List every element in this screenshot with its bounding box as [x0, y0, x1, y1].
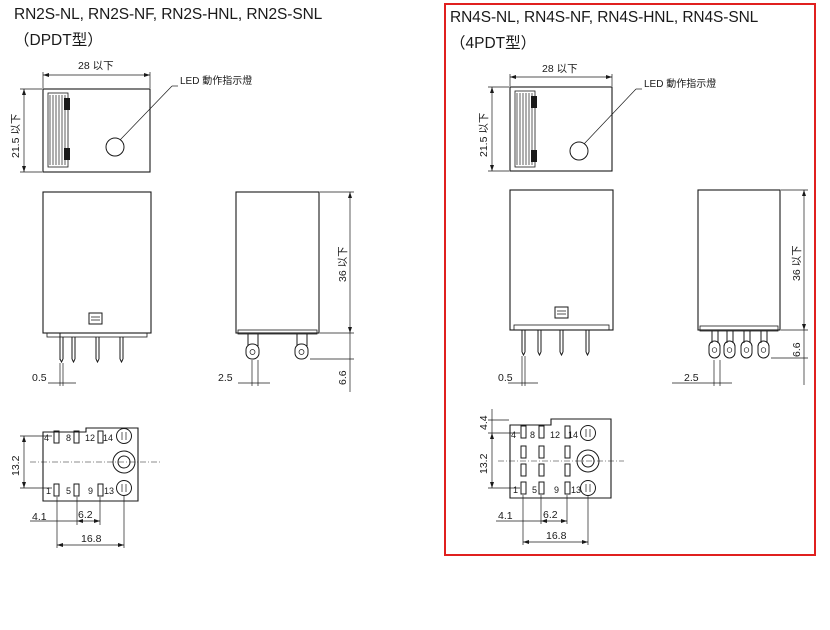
top-view: LED 動作指示燈 28 以下 21.5 以下: [478, 63, 716, 172]
dim-base-w2: 6.2: [78, 509, 93, 521]
dim-height-top: 21.5 以下: [478, 113, 490, 157]
model-subtitle: （DPDT型）: [14, 32, 103, 49]
top-view: LED 動作指示燈 28 以下 21.5 以下: [10, 60, 252, 173]
model-title: RN4S-NL, RN4S-NF, RN4S-HNL, RN4S-SNL: [450, 9, 759, 26]
relay-side-outline: [697, 189, 781, 331]
relay-front-outline: [42, 191, 152, 334]
model-title: RN2S-NL, RN2S-NF, RN2S-HNL, RN2S-SNL: [14, 6, 323, 23]
front-view: 0.5: [32, 191, 152, 386]
relay-front-outline: [509, 189, 614, 331]
terminal-13: 13: [571, 485, 581, 495]
terminal-5: 5: [532, 485, 537, 495]
led-label: LED 動作指示燈: [180, 74, 252, 87]
dim-pin-thickness: 0.5: [32, 372, 47, 384]
4pdt-drawing: LED 動作指示燈 28 以下 21.5 以下 0.: [478, 63, 808, 545]
terminal-9: 9: [88, 486, 93, 496]
terminal-8: 8: [66, 433, 71, 443]
dim-height-top: 21.5 以下: [10, 114, 22, 158]
dpdt-panel: RN2S-NL, RN2S-NF, RN2S-HNL, RN2S-SNL （DP…: [0, 0, 430, 560]
side-view: 36 以下 6.6 2.5: [218, 191, 354, 392]
led-indicator: [105, 137, 125, 157]
terminal-14: 14: [103, 433, 113, 443]
dim-base-height: 13.2: [478, 453, 490, 474]
dim-height-side: 36 以下: [337, 246, 349, 282]
relay-side-outline: [235, 191, 320, 334]
dim-pin-length: 6.6: [791, 342, 803, 357]
side-view: 36 以下 6.6 2.5: [672, 189, 808, 386]
terminal-13: 13: [104, 486, 114, 496]
bottom-view: 4 8 12 14 1 5 9 13 13.2 4.1 6.2: [10, 427, 160, 548]
dim-height-side: 36 以下: [791, 245, 803, 281]
4pdt-panel: RN4S-NL, RN4S-NF, RN4S-HNL, RN4S-SNL （4P…: [444, 3, 816, 556]
terminal-1: 1: [46, 486, 51, 496]
terminal-5: 5: [66, 486, 71, 496]
dim-pin-thickness: 0.5: [498, 372, 513, 384]
led-indicator: [569, 141, 589, 161]
model-subtitle: （4PDT型）: [450, 35, 537, 52]
led-label: LED 動作指示燈: [644, 77, 716, 90]
dim-base-w1: 4.1: [32, 511, 47, 523]
terminal-8: 8: [530, 430, 535, 440]
dim-width-top: 28 以下: [542, 63, 578, 75]
terminal-4: 4: [511, 430, 516, 440]
terminal-12: 12: [85, 433, 95, 443]
relay-top-outline: [509, 86, 613, 172]
dim-base-w2: 6.2: [543, 509, 558, 521]
terminal-12: 12: [550, 430, 560, 440]
dim-pin-length: 6.6: [337, 370, 349, 385]
dim-base-offset: 4.4: [478, 415, 490, 430]
dim-pin-pitch-side: 2.5: [684, 372, 699, 384]
dpdt-drawing: LED 動作指示燈 28 以下 21.5 以下: [10, 60, 354, 548]
dim-base-w1: 4.1: [498, 510, 513, 522]
bottom-view: 4 8 12 14 1 5 9 13 4.4 13.2 4.1: [478, 409, 624, 545]
terminal-9: 9: [554, 485, 559, 495]
dim-width-top: 28 以下: [78, 60, 114, 72]
dim-base-w3: 16.8: [81, 533, 102, 545]
terminal-14: 14: [568, 430, 578, 440]
dim-pin-pitch-side: 2.5: [218, 372, 233, 384]
dim-base-w3: 16.8: [546, 530, 567, 542]
relay-top-outline: [42, 88, 151, 173]
rib-pattern: [47, 92, 70, 168]
dim-base-height: 13.2: [10, 455, 22, 476]
front-view: 0.5: [498, 189, 614, 386]
terminal-1: 1: [513, 485, 518, 495]
terminal-4: 4: [44, 433, 49, 443]
